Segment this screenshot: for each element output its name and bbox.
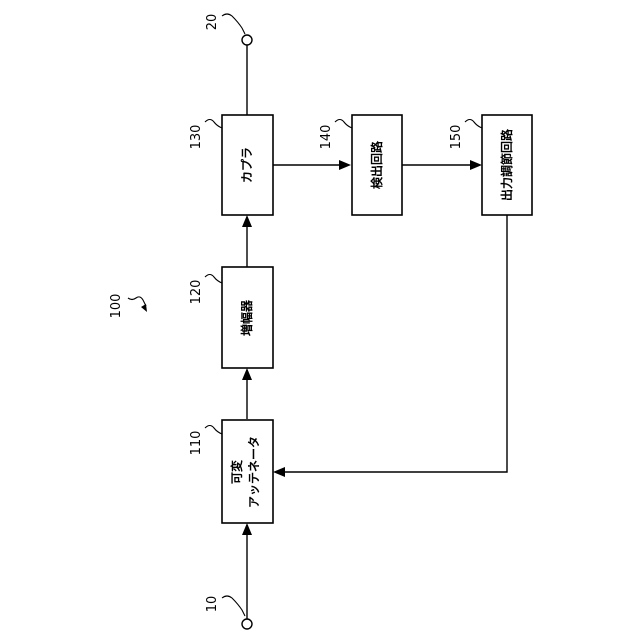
attenuator-ref: 110 [189, 431, 204, 456]
attenuator-ref-leader [205, 426, 222, 435]
arrowhead-detector-in [339, 160, 351, 170]
output-terminal-circle [242, 35, 252, 45]
system-ref-label: 100 [109, 294, 124, 319]
detector-ref-leader [335, 120, 352, 129]
arrowhead-attenuator-in [242, 523, 252, 535]
input-terminal-ref: 10 [205, 596, 220, 613]
input-terminal-circle [242, 619, 252, 629]
detector-label: 検出回路 [369, 140, 384, 189]
system-ref-arrowhead [141, 304, 147, 312]
amplifier-ref: 120 [189, 280, 204, 305]
system-ref-squiggle [128, 297, 146, 306]
coupler-block: カプラ 130 [189, 115, 273, 215]
attenuator-label-line1: 可変 [229, 459, 244, 484]
output-terminal-ref: 20 [205, 14, 220, 31]
attenuator-block: 可変 アッテネータ 110 [189, 420, 273, 523]
output-terminal: 20 [205, 14, 252, 45]
output-adjust-label: 出力調節回路 [499, 128, 514, 201]
attenuator-label-line2: アッテネータ [247, 436, 261, 508]
output-terminal-leader [222, 14, 245, 34]
amplifier-block: 増幅器 120 [189, 267, 273, 368]
output-adjust-ref-leader [465, 120, 482, 129]
arrowhead-coupler-in [242, 215, 252, 227]
output-adjust-ref: 150 [449, 125, 464, 150]
amplifier-ref-leader [205, 275, 222, 284]
arrowhead-output-adjust-in [470, 160, 482, 170]
arrowhead-amplifier-in [242, 368, 252, 380]
coupler-ref-leader [205, 120, 222, 129]
arrowhead-feedback-in [273, 467, 285, 477]
wire-feedback-to-attenuator [284, 215, 507, 472]
input-terminal-leader [222, 596, 245, 616]
detector-ref: 140 [319, 125, 334, 150]
input-terminal: 10 [205, 596, 252, 629]
coupler-ref: 130 [189, 125, 204, 150]
system-reference: 100 [109, 294, 147, 319]
coupler-label: カプラ [239, 147, 254, 183]
amplifier-label: 増幅器 [239, 299, 254, 336]
